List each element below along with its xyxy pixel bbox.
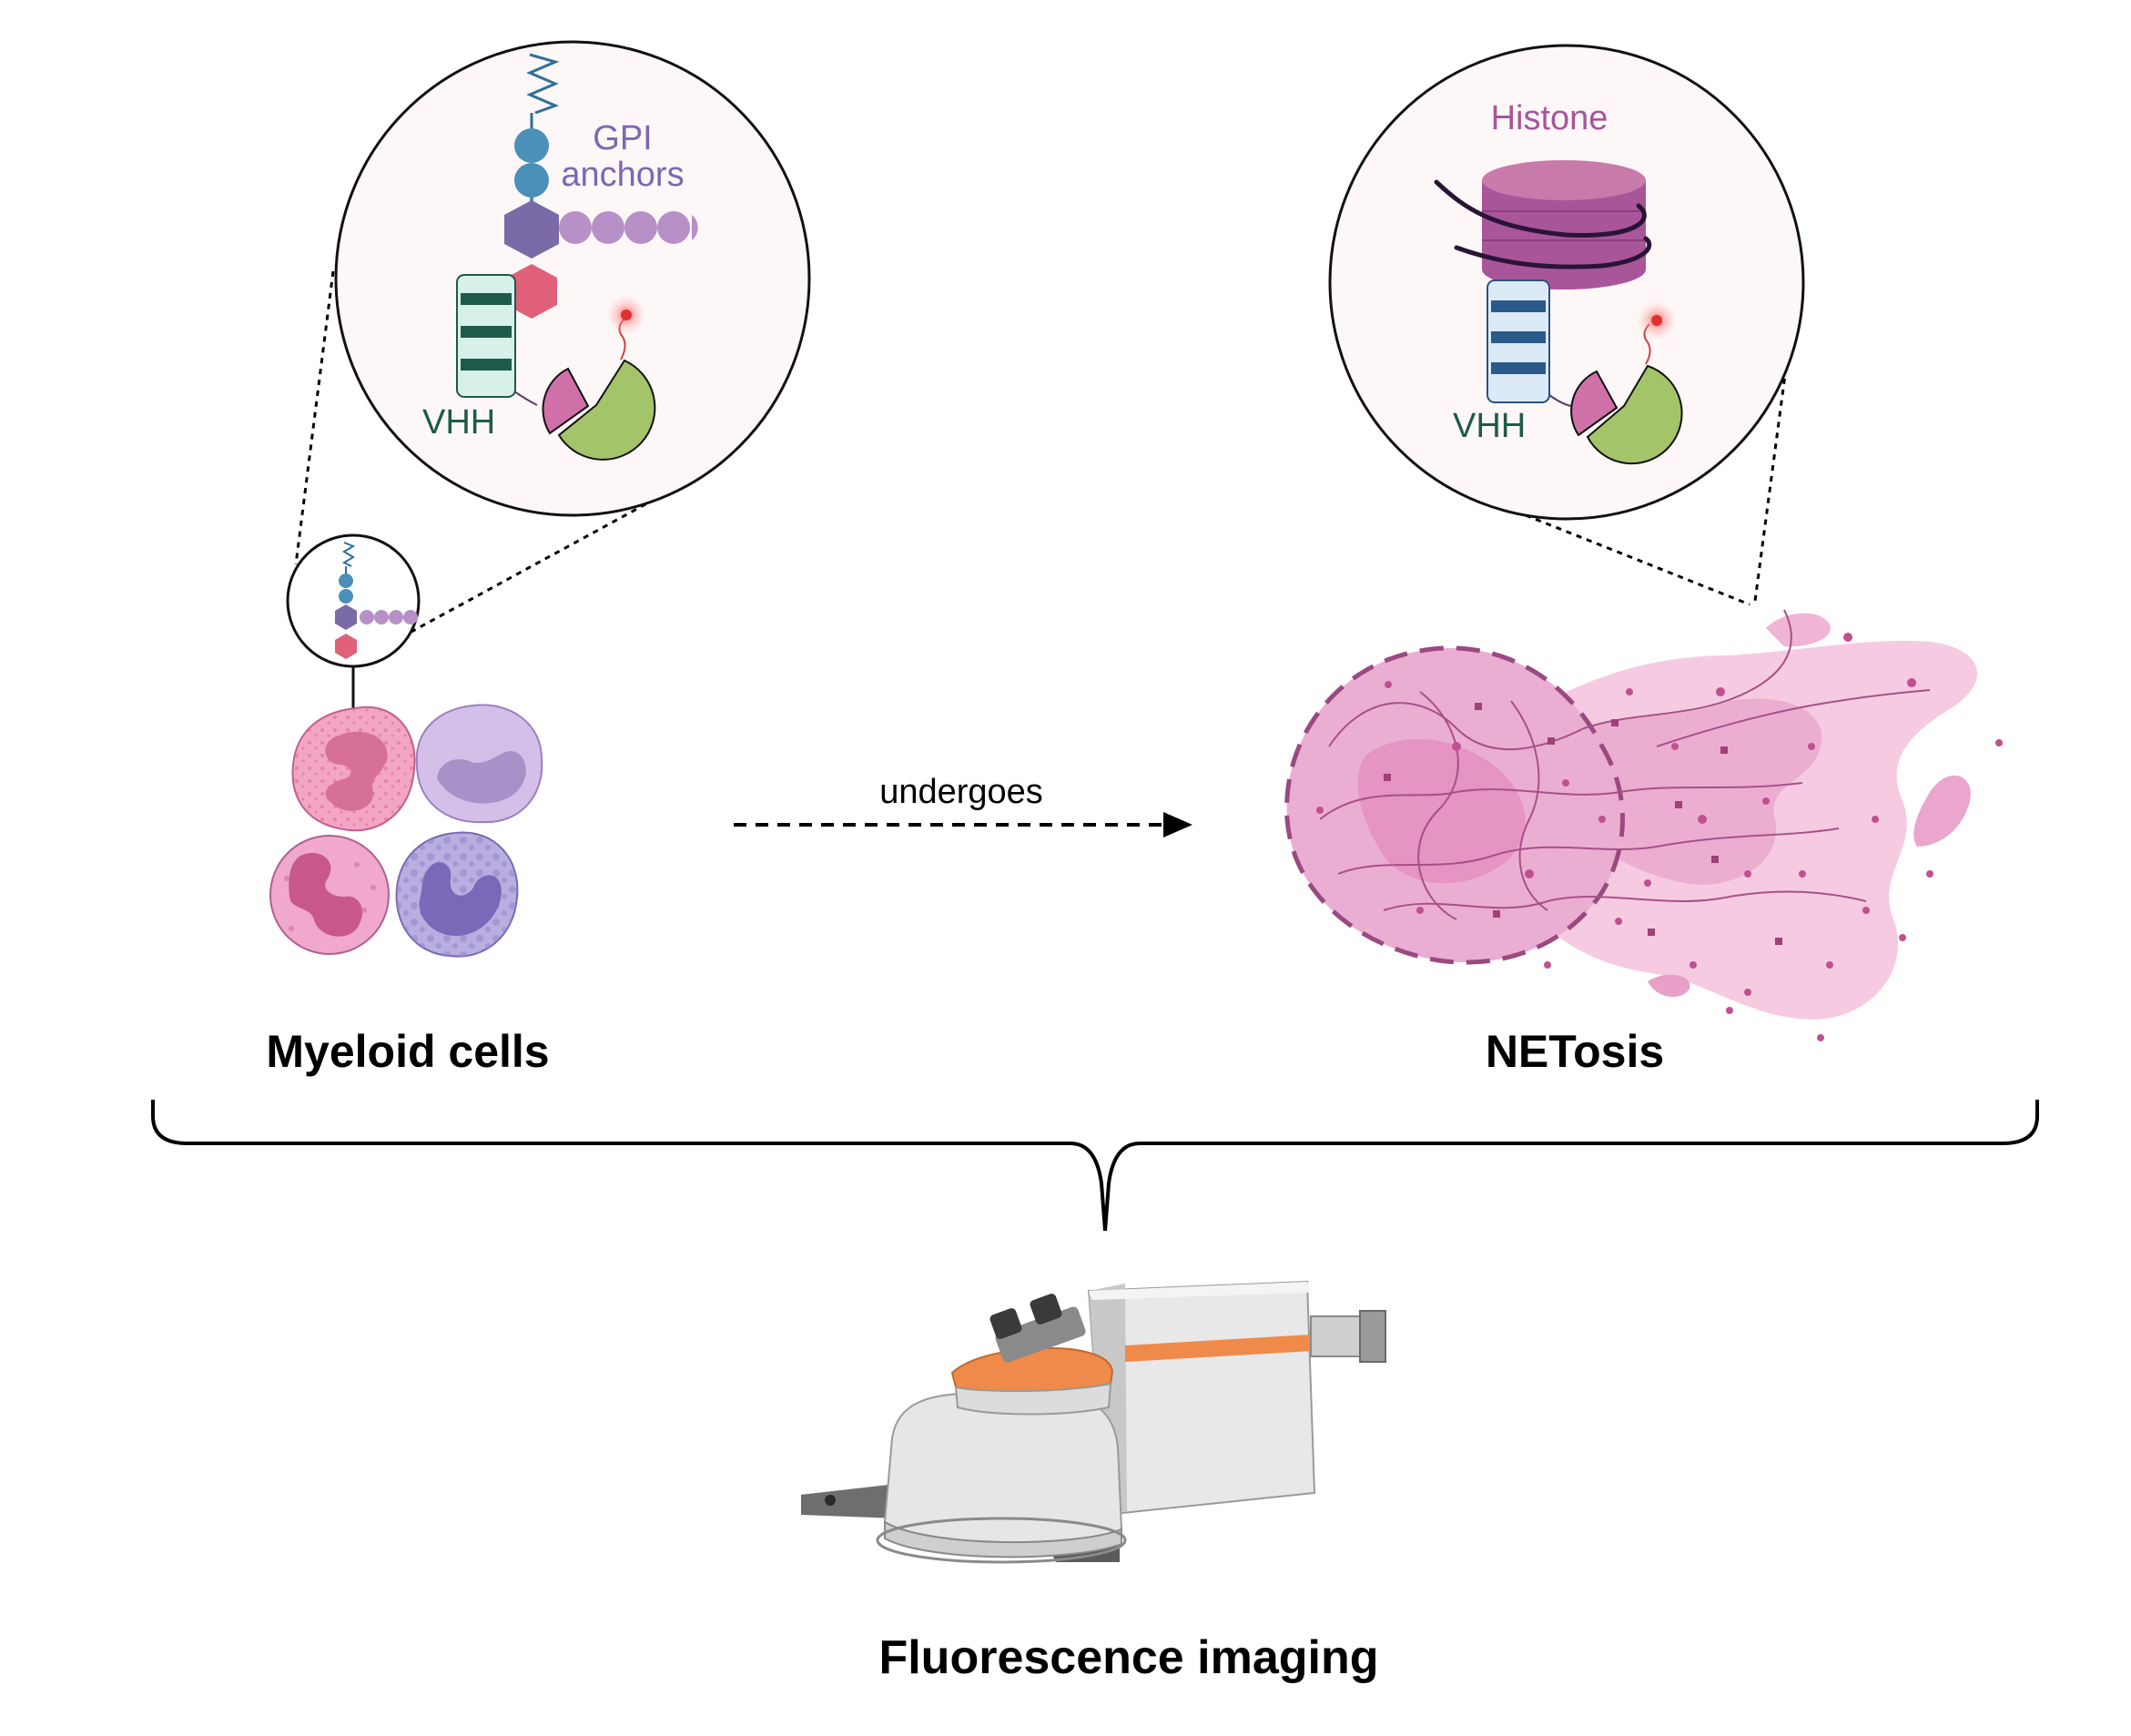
vhh-label-right: VHH (1453, 407, 1526, 445)
chromatin-strands (1319, 609, 1931, 920)
netosis-label: NETosis (1486, 1026, 1664, 1077)
pink-wedge-icon (1570, 370, 1619, 437)
green-fluorophore-icon (557, 359, 656, 461)
gpi-zoom-group: GPI anchors VHH (294, 40, 811, 635)
pink-hexagon-icon (506, 264, 557, 319)
histone-zoom-group: Histone VHH (1328, 44, 1805, 606)
undergoes-label: undergoes (879, 773, 1043, 811)
netosis-illustration (1284, 609, 2003, 1041)
nucleus (325, 731, 388, 811)
nucleus (289, 852, 362, 937)
fluorescence-microscope-icon (801, 1280, 1386, 1564)
nucleus (437, 751, 526, 804)
vhh-label-left: VHH (422, 403, 495, 442)
zoom-guide-line-right-1 (1525, 513, 1750, 606)
stage-top-orange (950, 1347, 1114, 1393)
nucleus (419, 862, 502, 937)
cell-surface-detail (286, 533, 421, 719)
gpi-zoom-circle (334, 40, 811, 517)
myeloid-cells-label: Myeloid cells (266, 1026, 549, 1077)
eyepieces-icon (989, 1294, 1086, 1363)
glycan-chain-icon (559, 211, 698, 244)
gpi-label-line1: GPI (593, 119, 652, 157)
grouping-brace (151, 1100, 2039, 1232)
dome-ring (876, 1517, 1127, 1564)
fluorescence-imaging-label: Fluorescence imaging (878, 1631, 1378, 1684)
blue-bead-icon (514, 128, 549, 163)
side-port (1310, 1315, 1361, 1357)
purple-hexagon-icon (504, 200, 559, 259)
blue-bead-icon (514, 163, 549, 198)
linker-line (513, 391, 538, 406)
zoom-guide-line-left-1 (294, 270, 335, 565)
histone-label: Histone (1491, 99, 1608, 137)
zoom-guide-line-left-2 (409, 497, 656, 635)
gpi-label-line2: anchors (561, 156, 684, 194)
pink-wedge-icon (542, 367, 590, 435)
lipid-tail-icon (526, 53, 560, 115)
dna-wrap-icon (1434, 179, 1647, 238)
undergoes-arrow: undergoes (734, 773, 1192, 838)
microscope-dome (883, 1392, 1123, 1544)
green-fluorophore-icon (1586, 364, 1683, 465)
myeloid-cells-illustration (269, 704, 543, 958)
arrowhead-icon (1163, 812, 1192, 838)
granule-dots (1316, 633, 2003, 1041)
